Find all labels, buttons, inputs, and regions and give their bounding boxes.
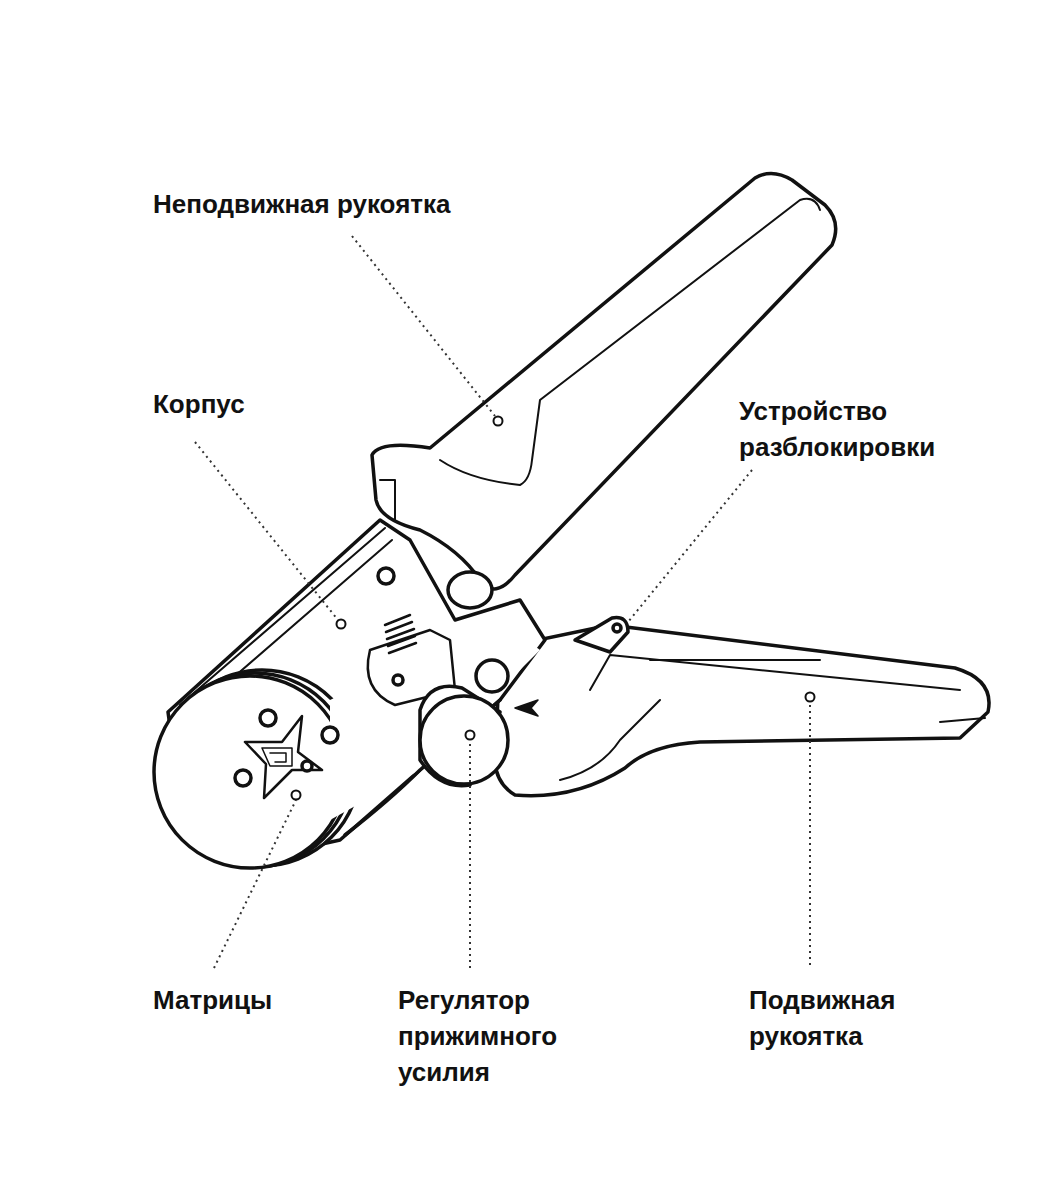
unlock-lever: [575, 618, 628, 652]
part-label: Корпус: [151, 386, 247, 422]
leader-dots: [292, 417, 815, 800]
spring: [385, 615, 416, 653]
movable-handle: [495, 625, 989, 796]
part-label: Устройство разблокировки: [737, 393, 937, 465]
leader-line: [214, 800, 296, 968]
leader-dot: [337, 620, 346, 629]
part-label: Неподвижная рукоятка: [151, 186, 453, 222]
crimper-drawing: [154, 173, 989, 868]
adjuster-knob: [420, 696, 508, 784]
die-hole: [260, 710, 276, 726]
die-hole: [322, 727, 338, 743]
body-fill: [330, 620, 540, 820]
leader-line: [628, 470, 752, 622]
fixed-handle: [372, 173, 836, 588]
leader-line: [809, 702, 811, 965]
leader-line: [469, 740, 471, 968]
part-label: Регулятор прижимного усилия: [396, 982, 559, 1090]
die-star: [245, 716, 322, 798]
die-lines: [262, 748, 292, 766]
arrow-mark: [515, 700, 538, 716]
die-hole: [302, 761, 312, 771]
leader-dot: [466, 731, 475, 740]
handle-contour: [560, 655, 960, 780]
leader-dot: [806, 693, 815, 702]
pin: [393, 675, 403, 685]
leader-line: [195, 442, 338, 620]
leader-line: [352, 236, 495, 416]
part-label: Матрицы: [151, 982, 274, 1018]
hinge: [448, 572, 492, 608]
body-head: [154, 676, 346, 868]
handle-contour: [940, 718, 985, 722]
pin: [613, 624, 621, 632]
part-label: Подвижная рукоятка: [747, 982, 897, 1054]
leader-lines: [195, 236, 810, 968]
body-hole: [378, 568, 394, 584]
leader-dot: [494, 417, 503, 426]
adjuster-screw: [476, 660, 508, 692]
leader-dot: [292, 791, 301, 800]
handle-contour: [380, 480, 395, 520]
die-hole: [235, 770, 251, 786]
